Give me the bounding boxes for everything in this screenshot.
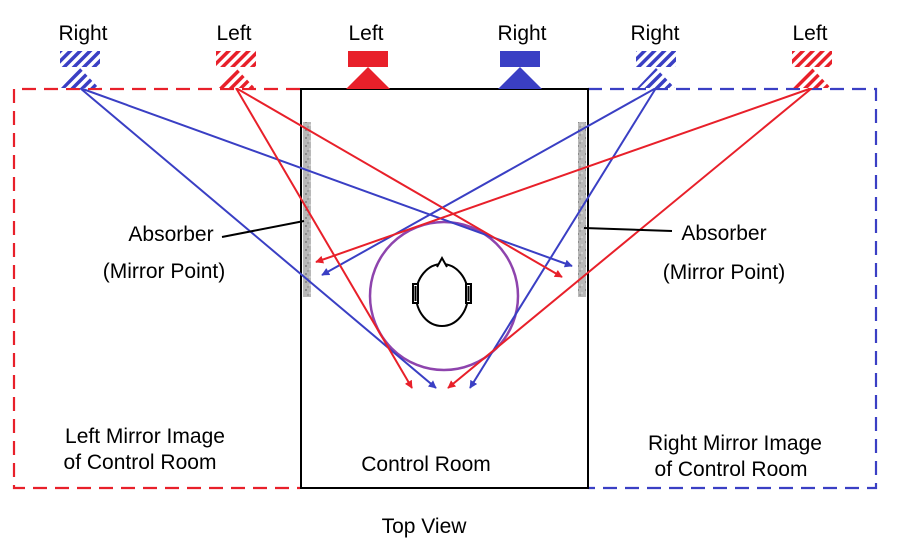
right-mirror-label-line2: of Control Room	[655, 458, 808, 481]
speaker-label-far-right: Left	[792, 22, 827, 45]
ray	[469, 87, 657, 389]
speaker-label-real-right: Right	[497, 22, 546, 45]
right-mirror-room-outline	[588, 87, 878, 490]
left-mirror-label-line2: of Control Room	[64, 451, 217, 474]
ray	[315, 87, 813, 264]
speaker-label-mid-right: Right	[630, 22, 679, 45]
right-mirror-label-line1: Right Mirror Image	[648, 432, 822, 455]
absorber-left-label: Absorber	[128, 223, 213, 246]
listening-zone-circle	[368, 220, 520, 372]
hatched-speaker-icon	[792, 51, 832, 88]
absorber-right-panel	[578, 122, 586, 297]
red-reflection-rays	[235, 87, 813, 389]
speaker-label-mid-left: Left	[216, 22, 251, 45]
speaker-label-real-left: Left	[348, 22, 383, 45]
control-room-label: Control Room	[361, 453, 491, 476]
left-mirror-label-line1: Left Mirror Image	[65, 425, 225, 448]
hatched-speaker-icon	[60, 51, 100, 88]
absorber-right-leader	[583, 227, 673, 232]
solid-speaker-icon	[498, 51, 542, 89]
left-mirror-room-outline	[12, 87, 300, 490]
hatched-speaker-icon	[216, 51, 256, 88]
ray	[447, 87, 813, 389]
ray	[79, 87, 437, 389]
ray	[235, 87, 563, 278]
listener-head-icon	[412, 255, 472, 327]
speaker-label-far-left: Right	[58, 22, 107, 45]
mirror-point-right-label: (Mirror Point)	[663, 261, 786, 284]
ray	[321, 87, 657, 276]
mirror-point-left-label: (Mirror Point)	[103, 260, 226, 283]
diagram-caption: Top View	[382, 515, 468, 538]
ray	[235, 87, 413, 389]
absorber-left-leader	[221, 220, 305, 238]
absorber-right-label: Absorber	[681, 222, 766, 245]
hatched-speaker-icon	[636, 51, 676, 88]
solid-speaker-icon	[346, 51, 390, 89]
control-room-outline	[300, 88, 589, 489]
